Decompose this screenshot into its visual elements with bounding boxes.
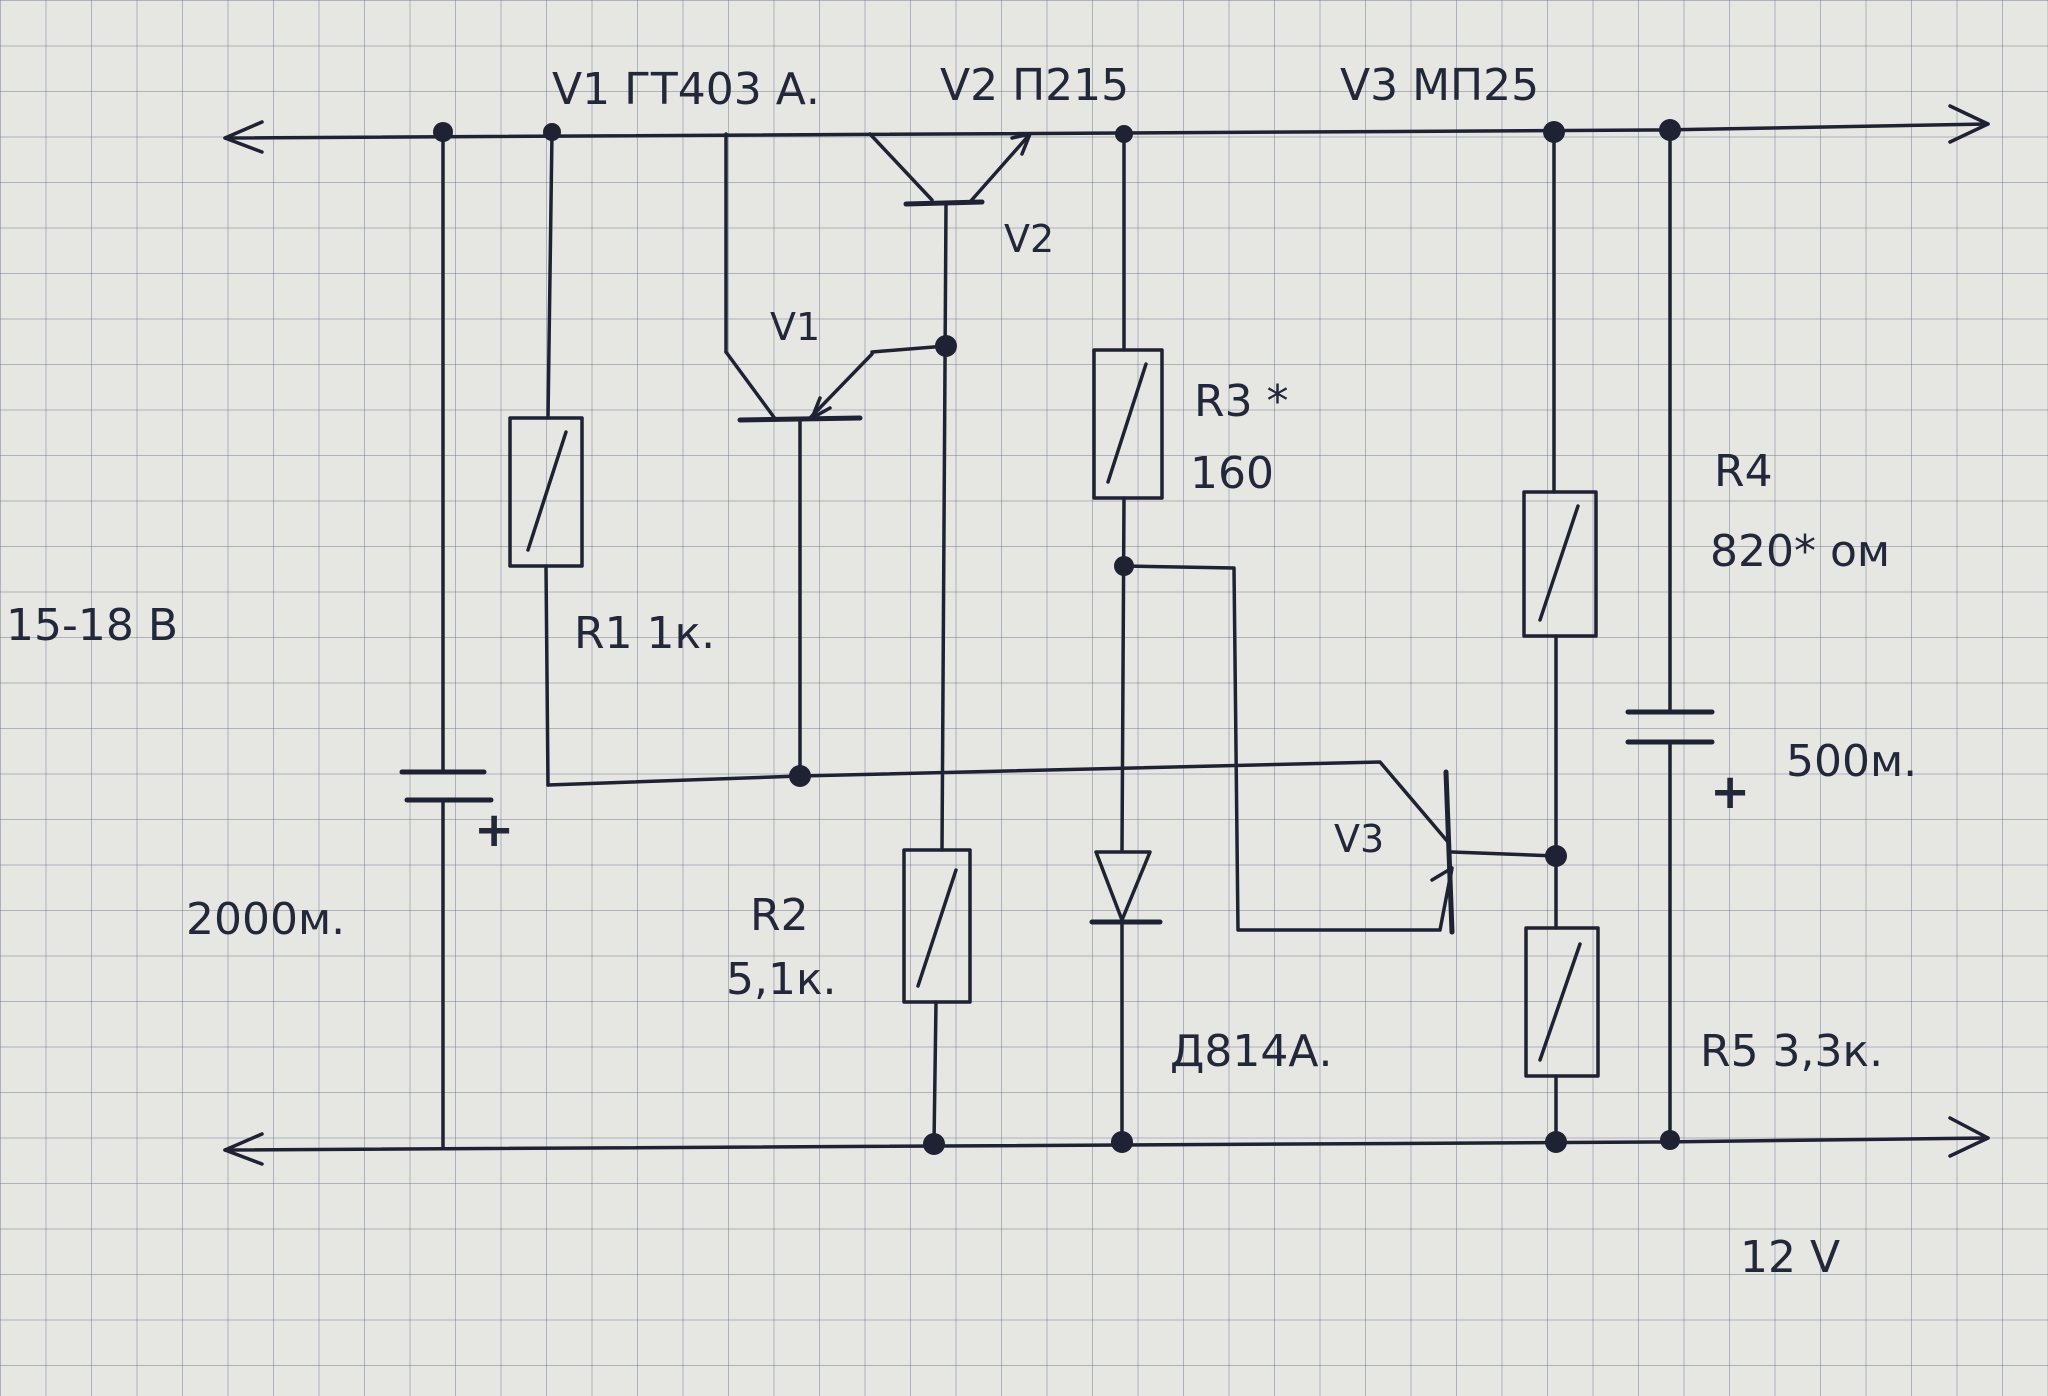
resistor-r3 bbox=[1092, 348, 1164, 500]
v3-base-bar bbox=[1443, 769, 1455, 935]
label-r1: R1 1к. bbox=[574, 608, 715, 659]
left-bottom-arrow-icon bbox=[223, 1132, 264, 1166]
v3-emitter-loop bbox=[1122, 564, 1452, 932]
label-r3-name: R3 * bbox=[1194, 376, 1289, 427]
v2-base-wire bbox=[940, 202, 948, 852]
zener-diode-d814a bbox=[1089, 850, 1163, 925]
right-bottom-arrow-icon bbox=[1948, 1116, 1990, 1158]
label-r5: R5 3,3к. bbox=[1700, 1026, 1883, 1077]
label-v2: V2 bbox=[1004, 217, 1054, 261]
r2-wire-bottom bbox=[932, 1000, 938, 1146]
label-v3: V3 bbox=[1334, 817, 1384, 861]
v2-emitter-to-v1 bbox=[870, 344, 948, 354]
capacitor-c2 bbox=[1625, 709, 1715, 745]
label-c1-value: 2000м. bbox=[186, 894, 345, 945]
resistor-r1 bbox=[508, 416, 584, 568]
v2-collector-wire bbox=[868, 132, 934, 202]
label-c2-value: 500м. bbox=[1786, 736, 1917, 787]
v1-emitter-arrow-icon bbox=[810, 396, 832, 420]
top-rail bbox=[223, 122, 1990, 140]
label-v2-header: V2 П215 bbox=[940, 60, 1129, 111]
label-r4-value: 820* ом bbox=[1710, 526, 1890, 577]
r1-wire-bottom bbox=[544, 564, 550, 787]
c1-plus-sign: + bbox=[474, 802, 514, 858]
c2-plus-sign: + bbox=[1710, 764, 1750, 820]
v3-emitter-arrow-icon bbox=[1430, 866, 1454, 894]
label-r3-value: 160 bbox=[1190, 448, 1274, 499]
resistor-r5 bbox=[1524, 926, 1600, 1078]
label-output-voltage: 12 V bbox=[1740, 1232, 1840, 1283]
label-r2-value: 5,1к. bbox=[726, 954, 837, 1005]
v3-collector bbox=[1450, 850, 1558, 858]
junction-dots bbox=[433, 119, 1681, 1155]
r3-wire-bottom bbox=[1120, 496, 1126, 852]
label-diode: Д814А. bbox=[1170, 1026, 1332, 1077]
label-r2-name: R2 bbox=[750, 890, 809, 941]
v2-emitter-arrow-icon bbox=[1010, 132, 1032, 156]
v2-emitter bbox=[968, 132, 1032, 204]
right-top-arrow-icon bbox=[1948, 104, 1990, 144]
bottom-rail bbox=[223, 1136, 1990, 1152]
resistor-r4 bbox=[1522, 490, 1598, 638]
v1-emitter bbox=[808, 352, 874, 420]
resistor-r2 bbox=[902, 848, 972, 1004]
label-v3-header: V3 МП25 bbox=[1340, 60, 1539, 111]
r1-wire-top bbox=[546, 130, 554, 420]
label-v1: V1 bbox=[770, 305, 820, 349]
label-input-voltage: 15-18 В bbox=[6, 600, 178, 651]
v1-collector-to-base-bar bbox=[724, 350, 778, 422]
label-v1-header: V1 ГТ403 А. bbox=[552, 64, 820, 115]
label-r4-name: R4 bbox=[1714, 446, 1773, 497]
left-top-arrow-icon bbox=[223, 120, 264, 154]
v3-base-line bbox=[546, 760, 1450, 844]
capacitor-c1 bbox=[399, 769, 494, 803]
